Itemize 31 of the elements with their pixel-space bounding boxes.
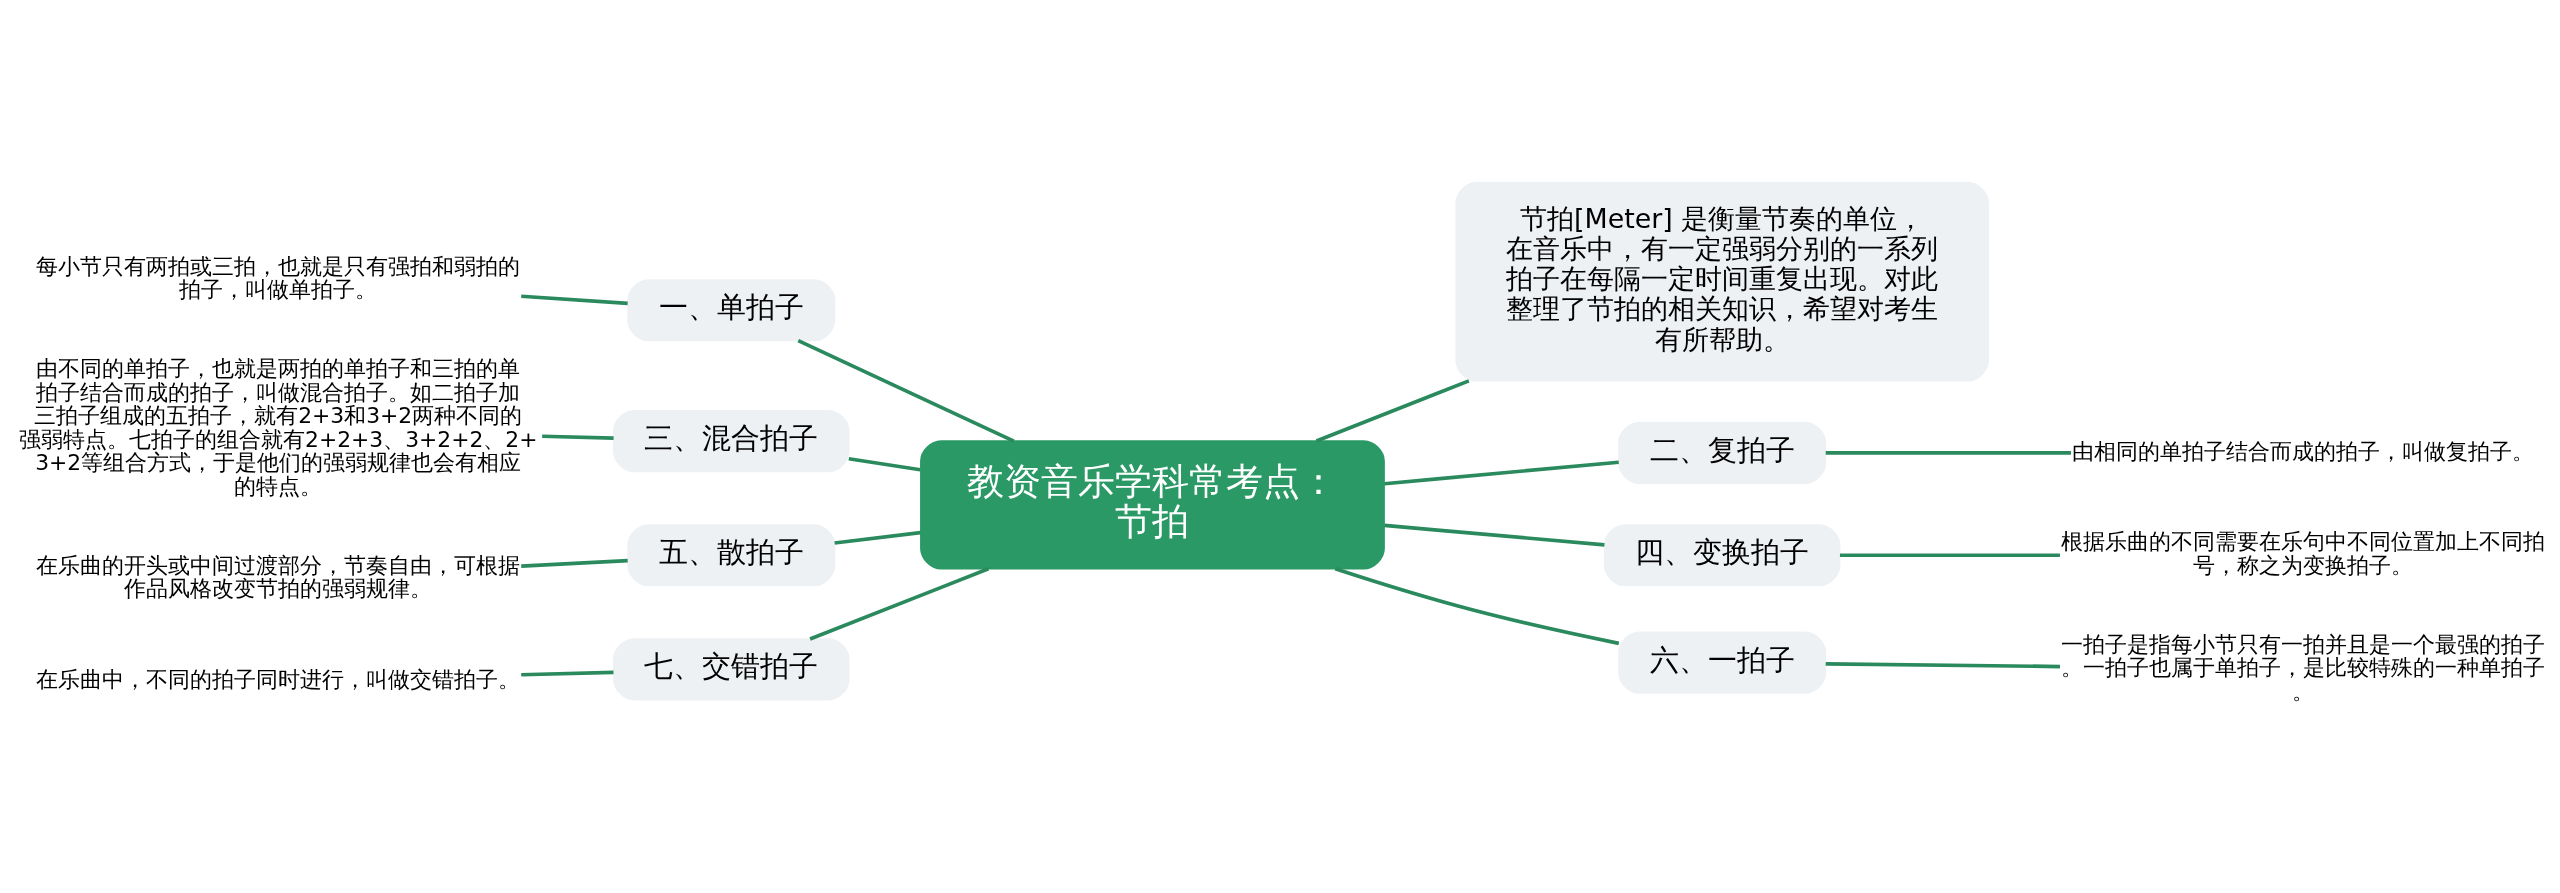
connector [834, 530, 921, 545]
connector [521, 558, 628, 568]
node-box: 七、交错拍子 [613, 637, 850, 700]
connector [521, 670, 614, 677]
connector [848, 456, 921, 472]
node-text: 由相同的单拍子结合而成的拍子，叫做复拍子。 [2071, 438, 2534, 464]
connector [1825, 450, 2071, 455]
node-box: 节拍[Meter] 是衡量节奏的单位，在音乐中，有一定强弱分别的一系列拍子在每隔一定时间重复出现。对此整理了节拍的相关知识，希望对考生有所帮助。 [1455, 181, 1989, 382]
node-box: 四、变换拍子 [1603, 523, 1841, 586]
node-box: 一、单拍子 [627, 278, 836, 341]
node-box: 六、一拍子 [1618, 631, 1827, 694]
node-text: 根据乐曲的不同需要在乐句中不同位置加上不同拍号，称之为变换拍子。 [2060, 528, 2545, 578]
node-box: 三、混合拍子 [613, 409, 850, 472]
node-text: 每小节只有两拍或三拍，也就是只有强拍和弱拍的拍子，叫做单拍子。 [36, 253, 521, 302]
connector [809, 566, 990, 641]
connector [1825, 661, 2060, 668]
node-text: 一拍子是指每小节只有一拍并且是一个最强的拍子。一拍子也属于单拍子，是比较特殊的一种单拍子。 [2060, 631, 2545, 704]
node-box: 二、复拍子 [1618, 421, 1827, 484]
connector [1315, 378, 1470, 443]
connector [1334, 566, 1620, 645]
node-text: 在乐曲的开头或中间过渡部分，节奏自由，可根据作品风格改变节拍的强弱规律。 [36, 552, 521, 601]
connector [1839, 552, 2060, 557]
connector [521, 293, 628, 305]
connector [797, 338, 1015, 443]
connector [1384, 459, 1619, 486]
connector [1384, 523, 1605, 547]
connector [542, 433, 614, 440]
node-text: 在乐曲中，不同的拍子同时进行，叫做交错拍子。 [36, 666, 521, 692]
node-box: 五、散拍子 [627, 523, 836, 586]
node-text: 由不同的单拍子，也就是两拍的单拍子和三拍的单拍子结合而成的拍子，叫做混合拍子。如二拍子加三拍子组成的五拍子，就有2+3和3+2两种不同的强弱特点。七拍子的组合就有2+2+3、3+2+2、2+3+2等组合方式，于是他们的强弱规律也会有相应的特点。 [19, 355, 538, 499]
node-box: 教资音乐学科常考点：节拍 [920, 439, 1385, 569]
